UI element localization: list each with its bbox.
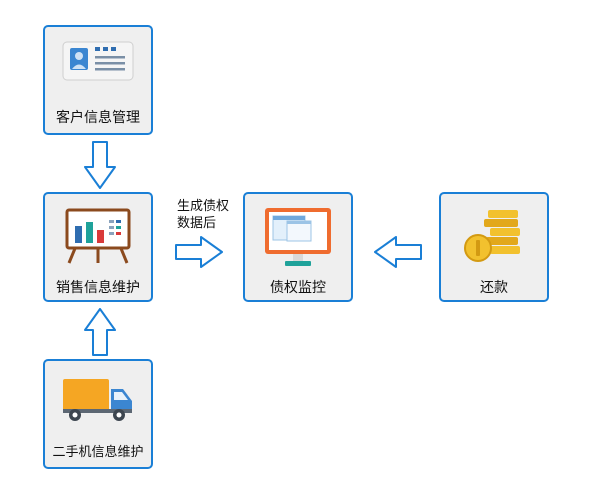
- arrow-customer-to-sales: [84, 141, 116, 189]
- edge-note-line2: 数据后: [177, 216, 217, 231]
- customer-info-label: 客户信息管理: [56, 110, 140, 126]
- arrow-repay-to-monitor: [374, 236, 422, 268]
- debt-monitor-label: 债权监控: [270, 280, 326, 296]
- repayment-node[interactable]: 还款: [439, 192, 549, 302]
- edge-note: 生成债权 数据后: [177, 198, 229, 232]
- customer-info-node[interactable]: 客户信息管理: [43, 25, 153, 135]
- sales-info-node[interactable]: 销售信息维护: [43, 192, 153, 302]
- sales-info-label: 销售信息维护: [56, 280, 140, 296]
- repayment-label: 还款: [480, 280, 508, 296]
- monitor-screen-icon: [265, 208, 331, 266]
- presentation-board-icon: [65, 208, 131, 264]
- delivery-truck-icon: [63, 379, 132, 421]
- used-machine-node[interactable]: 二手机信息维护: [43, 359, 153, 469]
- contact-card-icon: [62, 41, 134, 81]
- arrow-sales-to-monitor: [175, 236, 223, 268]
- gold-coins-icon: [464, 210, 520, 262]
- used-machine-label: 二手机信息维护: [52, 445, 144, 460]
- debt-monitor-node[interactable]: 债权监控: [243, 192, 353, 302]
- arrow-used-to-sales: [84, 308, 116, 356]
- edge-note-line1: 生成债权: [177, 199, 230, 214]
